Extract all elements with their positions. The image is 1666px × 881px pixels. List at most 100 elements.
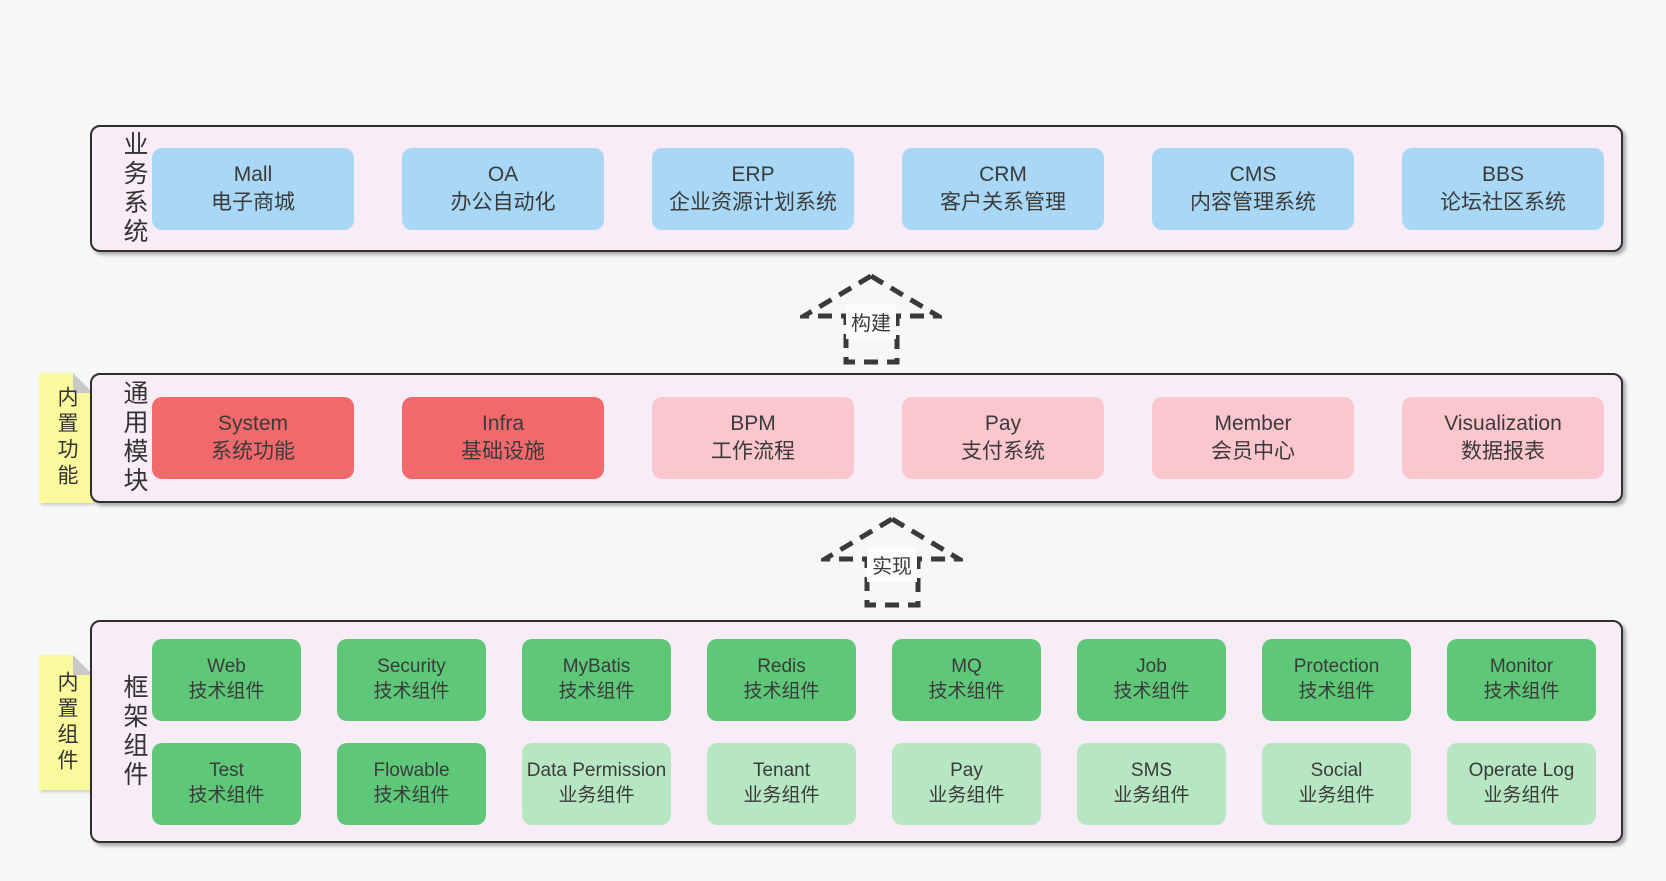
- box-title: Pay: [984, 412, 1022, 436]
- box-mall: Mall 电子商城: [152, 147, 354, 230]
- box-subtitle: 工作流程: [711, 440, 795, 463]
- box-title: ERP: [731, 162, 775, 186]
- box-oa: OA 办公自动化: [402, 147, 604, 230]
- box-bpm: BPM 工作流程: [652, 397, 854, 479]
- box-data-permission: Data Permission 业务组件: [522, 742, 671, 825]
- panel-label-framework-components: 框架组件: [120, 673, 148, 790]
- box-pay: Pay 支付系统: [902, 397, 1104, 479]
- panel-business-systems: 业务系统 Mall 电子商城 OA 办公自动化 ERP 企业资源计划系统 CRM 客户关系管理…: [90, 125, 1623, 252]
- box-social: Social 业务组件: [1262, 742, 1411, 825]
- dashed-up-arrow-icon: [800, 273, 942, 365]
- box-subtitle: 技术组件: [928, 680, 1005, 702]
- box-visualization: Visualization 数据报表: [1402, 397, 1604, 479]
- box-member: Member 会员中心: [1152, 397, 1354, 479]
- box-title: Social: [1310, 759, 1363, 781]
- box-title: Visualization: [1444, 412, 1562, 436]
- box-subtitle: 会员中心: [1211, 440, 1295, 463]
- box-subtitle: 办公自动化: [450, 190, 556, 214]
- box-redis: Redis 技术组件: [707, 638, 856, 721]
- box-title: BPM: [730, 412, 776, 436]
- box-title: Redis: [757, 655, 806, 677]
- box-title: Monitor: [1489, 655, 1554, 677]
- box-subtitle: 数据报表: [1461, 440, 1545, 463]
- sticky-note-builtin-features: 内置功能: [39, 373, 93, 503]
- box-subtitle: 业务组件: [1483, 784, 1560, 806]
- box-title: Mall: [233, 162, 273, 186]
- box-infra: Infra 基础设施: [402, 397, 604, 479]
- box-title: Infra: [481, 412, 525, 436]
- box-title: OA: [487, 162, 519, 186]
- box-title: Member: [1214, 412, 1292, 436]
- panel-rows: Mall 电子商城 OA 办公自动化 ERP 企业资源计划系统 CRM 客户关系管理 CMS 内容…: [152, 147, 1630, 230]
- box-title: CMS: [1229, 162, 1277, 186]
- box-tenant: Tenant 业务组件: [707, 742, 856, 825]
- box-job: Job 技术组件: [1077, 638, 1226, 721]
- box-title: Data Permission: [526, 759, 667, 781]
- arrow-implement-label: 实现: [867, 547, 917, 582]
- dashed-up-arrow-icon: [821, 516, 963, 608]
- box-mq: MQ 技术组件: [892, 638, 1041, 721]
- box-title: Tenant: [752, 759, 811, 781]
- box-mybatis: MyBatis 技术组件: [522, 638, 671, 721]
- box-subtitle: 技术组件: [188, 784, 265, 806]
- box-subtitle: 业务组件: [1113, 784, 1190, 806]
- box-subtitle: 技术组件: [743, 680, 820, 702]
- box-subtitle: 技术组件: [1298, 680, 1375, 702]
- box-row: System 系统功能 Infra 基础设施 BPM 工作流程 Pay 支付系统 Member 会…: [152, 397, 1604, 479]
- box-flowable: Flowable 技术组件: [337, 742, 486, 825]
- box-title: System: [217, 412, 288, 436]
- box-security: Security 技术组件: [337, 638, 486, 721]
- box-erp: ERP 企业资源计划系统: [652, 147, 854, 230]
- arrow-implement: 实现: [821, 515, 963, 609]
- box-title: Web: [207, 655, 246, 677]
- box-title: Pay: [950, 759, 983, 781]
- box-subtitle: 企业资源计划系统: [669, 190, 837, 214]
- box-subtitle: 客户关系管理: [940, 190, 1066, 214]
- box-subtitle: 业务组件: [558, 784, 635, 806]
- box-subtitle: 技术组件: [373, 680, 450, 702]
- box-web: Web 技术组件: [152, 638, 301, 721]
- box-title: MyBatis: [562, 655, 631, 677]
- box-subtitle: 业务组件: [1298, 784, 1375, 806]
- box-cms: CMS 内容管理系统: [1152, 147, 1354, 230]
- box-title: MQ: [951, 655, 982, 677]
- sticky-note-builtin-components: 内置组件: [39, 655, 93, 790]
- box-subtitle: 技术组件: [188, 680, 265, 702]
- box-subtitle: 技术组件: [373, 784, 450, 806]
- box-title: Security: [377, 655, 446, 677]
- box-subtitle: 支付系统: [961, 440, 1045, 463]
- box-system: System 系统功能: [152, 397, 354, 479]
- box-subtitle: 技术组件: [1483, 680, 1560, 702]
- panel-rows: System 系统功能 Infra 基础设施 BPM 工作流程 Pay 支付系统 Member 会…: [152, 397, 1630, 479]
- box-subtitle: 技术组件: [1113, 680, 1190, 702]
- box-title: CRM: [979, 162, 1027, 186]
- box-subtitle: 业务组件: [743, 784, 820, 806]
- box-sms: SMS 业务组件: [1077, 742, 1226, 825]
- box-subtitle: 论坛社区系统: [1440, 190, 1566, 214]
- box-subtitle: 基础设施: [461, 440, 545, 463]
- box-subtitle: 内容管理系统: [1190, 190, 1316, 214]
- box-row: Mall 电子商城 OA 办公自动化 ERP 企业资源计划系统 CRM 客户关系管理 CMS 内容…: [152, 147, 1604, 230]
- box-subtitle: 电子商城: [211, 190, 295, 214]
- panel-label-business-systems: 业务系统: [120, 130, 148, 247]
- box-monitor: Monitor 技术组件: [1447, 638, 1596, 721]
- box-test: Test 技术组件: [152, 742, 301, 825]
- box-title: Test: [209, 759, 244, 781]
- box-subtitle: 系统功能: [211, 440, 295, 463]
- sticky-note-label: 内置组件: [55, 670, 78, 775]
- box-title: SMS: [1130, 759, 1173, 781]
- box-title: Job: [1136, 655, 1167, 677]
- box-subtitle: 技术组件: [558, 680, 635, 702]
- box-title: Flowable: [373, 759, 450, 781]
- arrow-build: 构建: [800, 272, 942, 366]
